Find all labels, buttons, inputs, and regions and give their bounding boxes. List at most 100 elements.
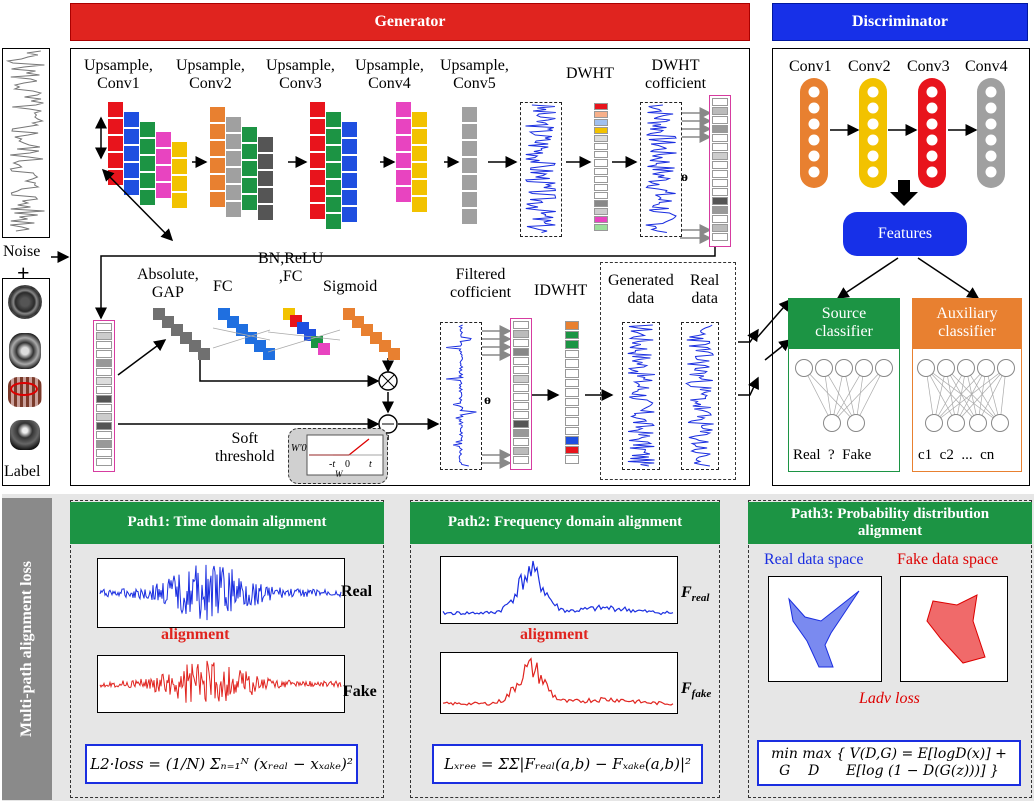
bar-cell <box>96 431 112 439</box>
bar-cell <box>96 422 112 430</box>
bar-cell <box>565 368 579 378</box>
bar-cell <box>712 125 728 133</box>
filtered-coef-bar <box>510 318 532 470</box>
path3-minmax-equation: min max { V(D,G) = E[logD(x)] + G D E[lo… <box>757 740 1021 786</box>
bar-cell <box>594 143 608 151</box>
gear-images <box>6 285 46 455</box>
idwht-color-bar <box>565 321 579 471</box>
source-output-label: Real ? Fake <box>793 447 872 463</box>
bar-cell <box>594 207 608 215</box>
bearing-icon <box>9 333 41 369</box>
stage-label-5: Upsample, Conv5 <box>440 57 509 93</box>
bar-cell <box>96 341 112 349</box>
bar-cell <box>712 233 728 241</box>
bar-cell <box>565 397 579 407</box>
source-classifier-header: Source classifier <box>788 298 900 348</box>
aux-classifier-title: Auxiliary classifier <box>936 304 998 340</box>
bar-cell <box>565 330 579 340</box>
source-classifier-box <box>788 348 900 472</box>
path2-f-fake-label: Ffake <box>681 680 712 701</box>
dwht-label: DWHT <box>566 65 614 82</box>
bar-cell <box>712 188 728 196</box>
bar-cell <box>712 206 728 214</box>
bar-cell <box>594 127 608 135</box>
bar-cell <box>712 152 728 160</box>
stage-label-2: Upsample, Conv2 <box>176 57 245 93</box>
bar-cell <box>712 134 728 142</box>
bar-cell <box>513 348 529 356</box>
bar-cell <box>96 404 112 412</box>
bar-cell <box>513 384 529 392</box>
path3-title: Path3: Probability distribution alignmen… <box>790 505 990 539</box>
path3-equation-line-1: min max { V(D,G) = E[logD(x)] + <box>771 745 1007 762</box>
path1-fake-signal-box <box>97 655 345 713</box>
bar-cell <box>594 191 608 199</box>
dwht-color-bar <box>594 103 608 238</box>
bar-cell <box>96 386 112 394</box>
bar-cell <box>594 103 608 111</box>
path2-title: Path2: Frequency domain alignment <box>447 514 683 531</box>
fc-label: FC <box>213 278 233 295</box>
bar-cell <box>594 215 608 223</box>
generator-title: Generator <box>374 12 446 30</box>
bar-cell <box>712 161 728 169</box>
soft-threshold-plot: W'0 -t 0 t W <box>288 428 388 484</box>
disc-conv2-label: Conv2 <box>848 58 891 75</box>
threshold-w0-label: W'0 <box>291 443 307 454</box>
bar-cell <box>712 98 728 106</box>
bar-cell <box>565 407 579 416</box>
bar-cell <box>513 447 529 455</box>
label-panel-border <box>2 278 50 486</box>
bar-cell <box>513 357 529 365</box>
path2-fake-spectrum-box <box>440 652 678 714</box>
bar-cell <box>513 420 529 428</box>
bar-cell <box>565 321 579 330</box>
real-data-label: Real data <box>690 272 720 308</box>
path2-freq-loss-equation: Lₓᵣₑₑ = ΣΣ|Fᵣₑₐₗ(a,b) − Fₓₐₖₑ(a,b)|² <box>432 744 703 784</box>
generated-signal <box>622 322 660 470</box>
bar-cell <box>513 393 529 401</box>
bar-cell <box>96 323 112 331</box>
real-signal <box>681 322 719 470</box>
bar-cell <box>513 339 529 347</box>
bar-cell <box>594 223 608 231</box>
bar-cell <box>513 321 529 329</box>
bar-cell <box>96 359 112 367</box>
bar-cell <box>594 159 608 167</box>
bar-cell <box>96 449 112 457</box>
bar-cell <box>565 416 579 426</box>
noise-panel <box>2 48 50 238</box>
bar-cell <box>513 330 529 338</box>
bar-cell <box>513 411 529 419</box>
fault-circle-icon <box>10 382 38 396</box>
bar-cell <box>565 359 579 368</box>
abs-gap-label: Absolute, GAP <box>137 266 199 302</box>
feature-input-bar <box>93 320 115 472</box>
path3-ladv-label: Ladv loss <box>856 690 923 709</box>
aux-classifier-box <box>912 348 1022 472</box>
noise-signal <box>5 50 45 232</box>
loss-side-panel: Multi-path alignment loss <box>2 498 52 800</box>
path1-equation-text: L2·loss = (1/N) Σₙ₌₁ᴺ (xᵣₑₐₗ − xₓₐₖₑ)² <box>90 755 353 773</box>
bar-cell <box>712 170 728 178</box>
path3-fake-distribution <box>900 576 1008 682</box>
soft-threshold-label: Soft threshold <box>215 430 275 466</box>
filtered-coef-signal <box>440 322 482 470</box>
bar-cell <box>594 135 608 143</box>
path1-real-signal-box <box>97 558 345 628</box>
aux-output-label: c1 c2 ... cn <box>918 447 995 463</box>
path2-f-real-label: Freal <box>681 584 710 605</box>
bar-cell <box>96 350 112 358</box>
coef-theta-icon: ɵ <box>681 170 688 185</box>
path1-real-label: Real <box>341 583 373 600</box>
discriminator-title: Discriminator <box>852 12 948 30</box>
threshold-neg-t-label: -t <box>329 459 336 470</box>
stage-label-1: Upsample, Conv1 <box>84 57 153 93</box>
path2-alignment-label: alignment <box>520 626 589 643</box>
disc-conv4-label: Conv4 <box>965 58 1008 75</box>
path3-real-distribution <box>768 576 882 682</box>
path2-real-spectrum-box <box>440 556 678 624</box>
bar-cell <box>712 215 728 223</box>
stage-label-3: Upsample, Conv3 <box>266 57 335 93</box>
generator-panel <box>70 48 750 486</box>
